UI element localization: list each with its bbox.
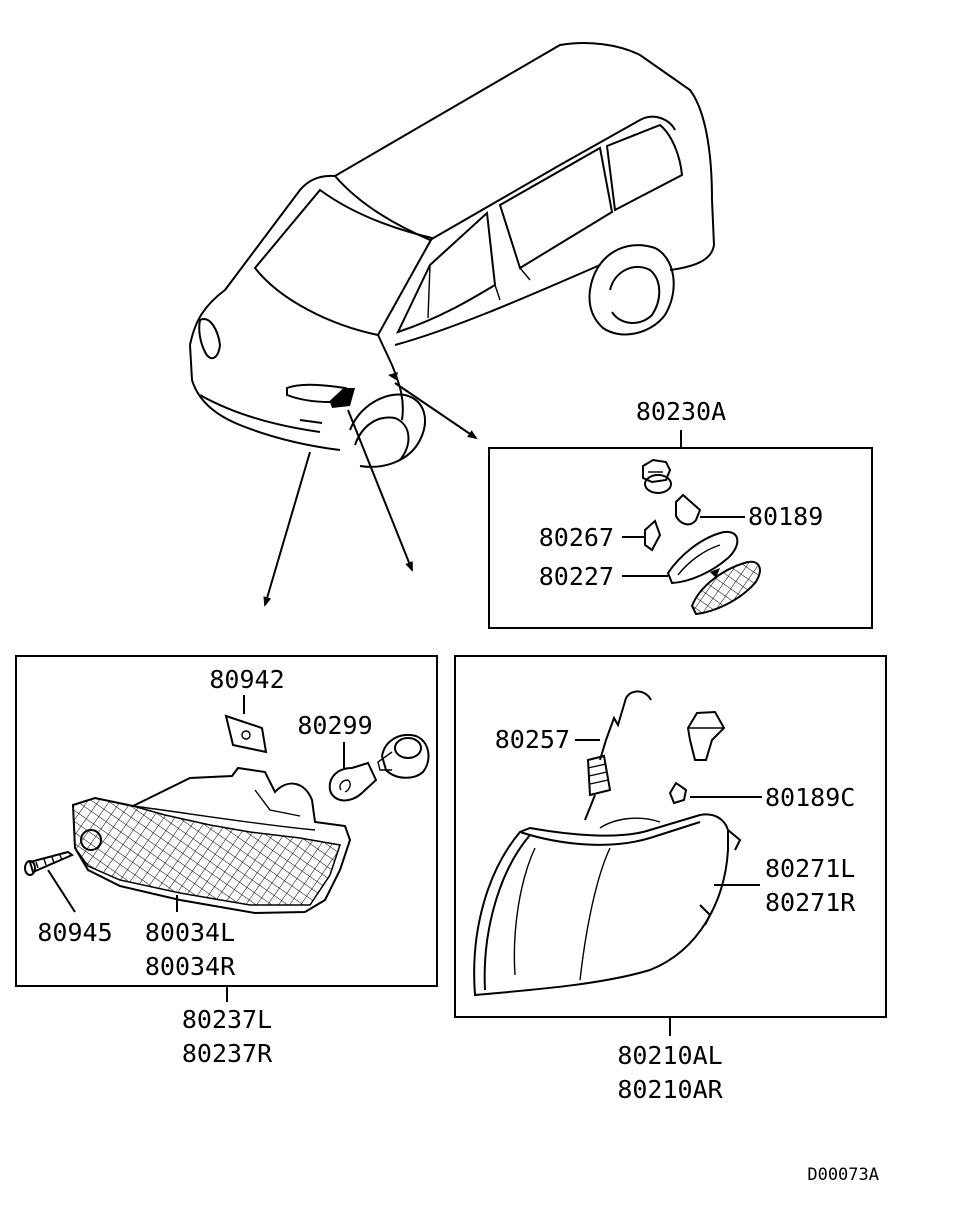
diagram-id: D00073A bbox=[807, 1165, 879, 1185]
corner-lamp-group: 80210AL 80210AR 80257 80189C bbox=[454, 655, 887, 1104]
corner-lens-left-label: 80271L bbox=[765, 854, 855, 883]
gasket-80227-part: 80227 bbox=[539, 530, 739, 591]
screw-label: 80945 bbox=[37, 918, 112, 947]
corner-assembly-left-label: 80210AL bbox=[617, 1041, 722, 1070]
pointer-arrows bbox=[263, 382, 478, 607]
retainer-80942-part: 80942 bbox=[209, 665, 285, 754]
side-marker-assembly-label: 80230A bbox=[636, 397, 726, 426]
bulb-80189c-part: 80189C bbox=[668, 781, 855, 812]
corner-socket-part bbox=[686, 710, 726, 761]
corner-lamp-lens-part bbox=[473, 813, 742, 997]
socket-part bbox=[642, 458, 672, 494]
bumper-lens-left-label: 80034L bbox=[145, 918, 235, 947]
lamp-socket-part bbox=[377, 734, 430, 779]
screw-80945-part: 80945 bbox=[24, 850, 113, 947]
bulb-80189-part: 80189 bbox=[675, 493, 823, 531]
bumper-assembly-right-label: 80237R bbox=[182, 1039, 273, 1068]
bulb-label: 80189 bbox=[748, 502, 823, 531]
seal-80267-part: 80267 bbox=[539, 519, 662, 552]
bumper-lamp-lens-part bbox=[71, 766, 352, 915]
corner-lens-right-label: 80271R bbox=[765, 888, 856, 917]
gasket-label: 80227 bbox=[539, 562, 614, 591]
bumper-lamp-group: 80237L 80237R 80942 80299 bbox=[15, 655, 438, 1068]
van-illustration bbox=[189, 42, 716, 468]
corner-assembly-right-label: 80210AR bbox=[617, 1075, 723, 1104]
seal-label: 80267 bbox=[539, 523, 614, 552]
harness-80257-part: 80257 bbox=[495, 690, 652, 821]
bulb-80299-label: 80299 bbox=[297, 711, 372, 740]
corner-lamp-frame bbox=[454, 655, 887, 1018]
marker-lens-part bbox=[690, 560, 761, 616]
harness-label: 80257 bbox=[495, 725, 570, 754]
bumper-assembly-left-label: 80237L bbox=[182, 1005, 272, 1034]
retainer-label: 80942 bbox=[209, 665, 284, 694]
bumper-lens-right-label: 80034R bbox=[145, 952, 236, 981]
bulb-80189c-label: 80189C bbox=[765, 783, 855, 812]
bulb-80299-part: 80299 bbox=[297, 711, 378, 802]
side-marker-group: 80230A 80189 80267 80227 bbox=[488, 397, 873, 629]
